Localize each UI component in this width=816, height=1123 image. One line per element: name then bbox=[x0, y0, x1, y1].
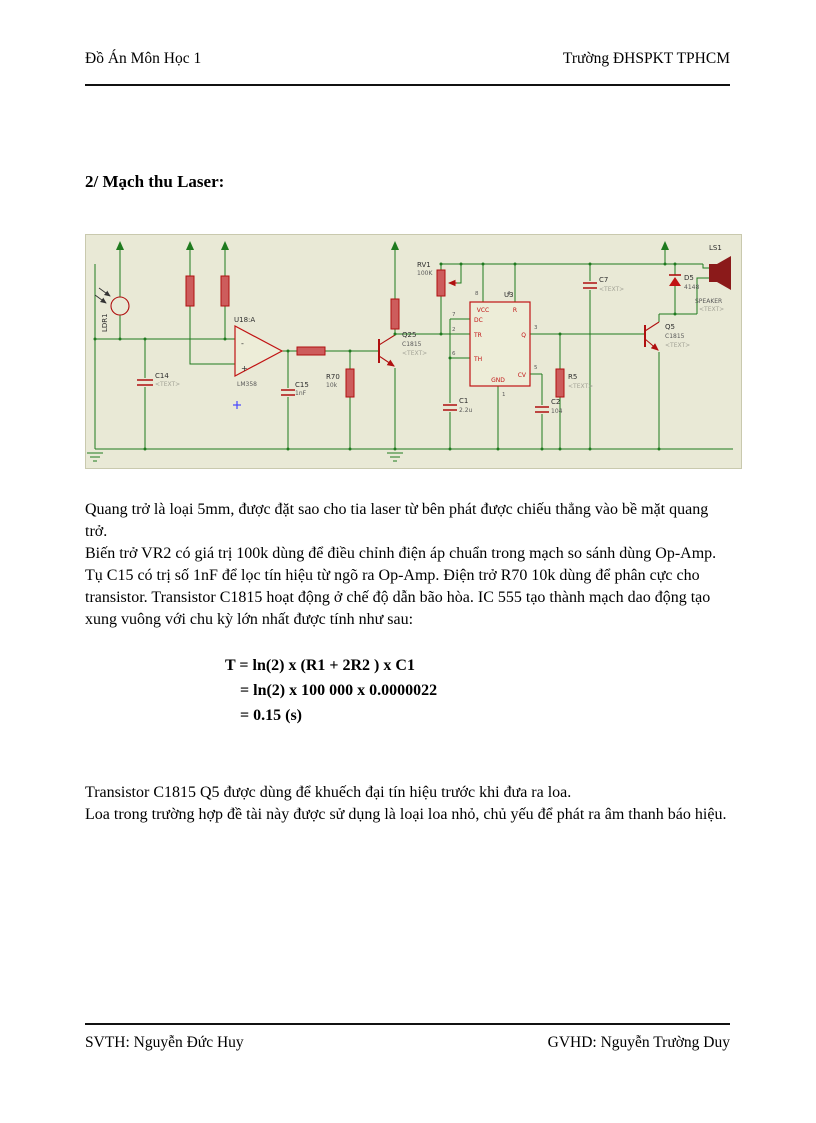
label-rv1-ref: RV1 bbox=[417, 261, 431, 269]
footer-student: SVTH: Nguyễn Đức Huy bbox=[85, 1034, 244, 1051]
resistor-r70 bbox=[345, 368, 355, 398]
ground-icons bbox=[87, 452, 403, 462]
pin-label-gnd: GND bbox=[491, 377, 505, 384]
pin-label-th: TH bbox=[473, 356, 482, 363]
label-q25-ref: Q25 bbox=[402, 331, 416, 339]
label-r5-ref: R5 bbox=[568, 373, 577, 381]
footer-advisor: GVHD: Nguyễn Trường Duy bbox=[547, 1034, 730, 1051]
schematic-canvas: LDR1 R70 10k R5 <TEXT> bbox=[85, 234, 742, 469]
pin-number-1: 1 bbox=[502, 392, 506, 398]
label-c1-value: 2.2u bbox=[459, 407, 473, 414]
resistor-pullup bbox=[390, 298, 400, 330]
resistor-r5 bbox=[555, 368, 565, 398]
label-c2-ref: C2 bbox=[551, 398, 560, 406]
capacitor-c1 bbox=[443, 404, 457, 411]
label-c2-value: 104 bbox=[551, 408, 563, 415]
label-ls1-placeholder: <TEXT> bbox=[699, 306, 724, 313]
power-terminal-icons bbox=[116, 241, 669, 250]
pin-number-2: 2 bbox=[452, 327, 456, 333]
label-u18-part: LM358 bbox=[237, 381, 257, 388]
formula-line-2: = ln(2) x 100 000 x 0.0000022 bbox=[240, 682, 438, 699]
resistor-base bbox=[296, 346, 326, 356]
label-ls1-ref: LS1 bbox=[709, 244, 722, 252]
opamp-minus-sign: - bbox=[241, 339, 244, 348]
capacitor-c2 bbox=[535, 406, 549, 413]
label-q25-part: C1815 bbox=[402, 341, 422, 348]
light-arrow-icon bbox=[94, 294, 107, 304]
schematic-background bbox=[85, 234, 742, 469]
label-r5-value-placeholder: <TEXT> bbox=[568, 383, 593, 390]
pin-label-dc: DC bbox=[474, 317, 483, 324]
formula-line-3: = 0.15 (s) bbox=[240, 707, 302, 724]
formula-line-1: T = ln(2) x (R1 + 2R2 ) x C1 bbox=[225, 657, 415, 674]
transistor-q5: Q5 C1815 <TEXT> bbox=[644, 321, 690, 351]
capacitors bbox=[137, 282, 597, 413]
header-left-title: Đồ Án Môn Học 1 bbox=[85, 50, 202, 67]
label-q5-ref: Q5 bbox=[665, 323, 675, 331]
paragraph-transistor-q5: Transistor C1815 Q5 được dùng để khuếch … bbox=[85, 784, 572, 801]
label-rv1-value: 100K bbox=[417, 270, 433, 277]
pin-label-q: Q bbox=[521, 332, 526, 339]
label-c1-ref: C1 bbox=[459, 397, 468, 405]
pin-label-r: R bbox=[513, 307, 517, 314]
pin-label-tr: TR bbox=[473, 332, 482, 339]
label-c14-ref: C14 bbox=[155, 372, 169, 380]
label-ls1-part: SPEAKER bbox=[695, 298, 722, 305]
junction-dots bbox=[93, 262, 677, 451]
label-c15-value: 1nF bbox=[295, 390, 307, 397]
resistors bbox=[185, 275, 565, 398]
resistor-divider-2 bbox=[220, 275, 230, 307]
ldr-photoresistor: LDR1 bbox=[94, 287, 130, 332]
timer-555-u3: VCC R DC TR TH Q CV GND 8 4 7 2 6 3 5 1 bbox=[452, 291, 538, 398]
paragraph-quang-tro: Quang trở là loại 5mm, được đặt sao cho … bbox=[85, 501, 709, 540]
transistor-q25: Q25 C1815 <TEXT> bbox=[378, 331, 427, 367]
label-d5-part: 4148 bbox=[684, 284, 699, 291]
pin-number-5: 5 bbox=[534, 365, 538, 371]
capacitor-c15 bbox=[281, 389, 295, 396]
page-content: 2/ Mạch thu Laser: bbox=[85, 172, 747, 826]
pin-number-7: 7 bbox=[452, 312, 456, 318]
opamp-u18a: - + U18:A LM358 bbox=[234, 316, 284, 388]
header-right-title: Trường ĐHSPKT TPHCM bbox=[562, 50, 730, 67]
wires bbox=[94, 250, 733, 450]
pin-label-vcc: VCC bbox=[477, 307, 489, 314]
origin-marker-icon bbox=[233, 401, 241, 409]
light-arrow-icon bbox=[98, 287, 111, 297]
opamp-plus-sign: + bbox=[241, 364, 248, 373]
label-r70-ref: R70 bbox=[326, 373, 340, 381]
speaker-ls1: LS1 SPEAKER <TEXT> bbox=[695, 244, 731, 313]
pin-number-6: 6 bbox=[452, 351, 456, 357]
pin-label-cv: CV bbox=[518, 372, 527, 379]
resistor-divider-1 bbox=[185, 275, 195, 307]
capacitor-c14 bbox=[137, 379, 153, 386]
header-rule bbox=[85, 84, 730, 86]
label-q5-part: C1815 bbox=[665, 333, 685, 340]
capacitor-c7 bbox=[583, 282, 597, 289]
label-q25-placeholder: <TEXT> bbox=[402, 350, 427, 357]
laser-receiver-schematic: LDR1 R70 10k R5 <TEXT> bbox=[85, 234, 742, 469]
paragraph-mach-so-sanh: Biến trở VR2 có giá trị 100k dùng để điề… bbox=[85, 545, 717, 628]
formula-block: T = ln(2) x (R1 + 2R2 ) x C1 = ln(2) x 1… bbox=[225, 653, 747, 728]
diode-d5: D5 4148 bbox=[669, 274, 699, 291]
label-u3-ref: U3 bbox=[504, 291, 514, 299]
pin-number-8: 8 bbox=[475, 291, 479, 297]
page-footer: SVTH: Nguyễn Đức Huy GVHD: Nguyễn Trường… bbox=[85, 1023, 730, 1052]
page-header: Đồ Án Môn Học 1 Trường ĐHSPKT TPHCM bbox=[85, 50, 730, 68]
label-c7-ref: C7 bbox=[599, 276, 608, 284]
paragraph-loa: Loa trong trường hợp đề tài này được sử … bbox=[85, 806, 727, 823]
label-r70-value: 10k bbox=[326, 382, 338, 389]
section-heading: 2/ Mạch thu Laser: bbox=[85, 172, 225, 191]
pin-number-3: 3 bbox=[534, 325, 538, 331]
label-q5-placeholder: <TEXT> bbox=[665, 342, 690, 349]
potentiometer-rv1: RV1 100K bbox=[417, 261, 457, 297]
label-d5-ref: D5 bbox=[684, 274, 694, 282]
label-u18-ref: U18:A bbox=[234, 316, 255, 324]
label-c15-ref: C15 bbox=[295, 381, 309, 389]
label-ldr-ref: LDR1 bbox=[101, 313, 109, 332]
pin-number-4: 4 bbox=[507, 291, 511, 297]
label-c7-value-placeholder: <TEXT> bbox=[599, 286, 624, 293]
label-c14-value-placeholder: <TEXT> bbox=[155, 381, 180, 388]
